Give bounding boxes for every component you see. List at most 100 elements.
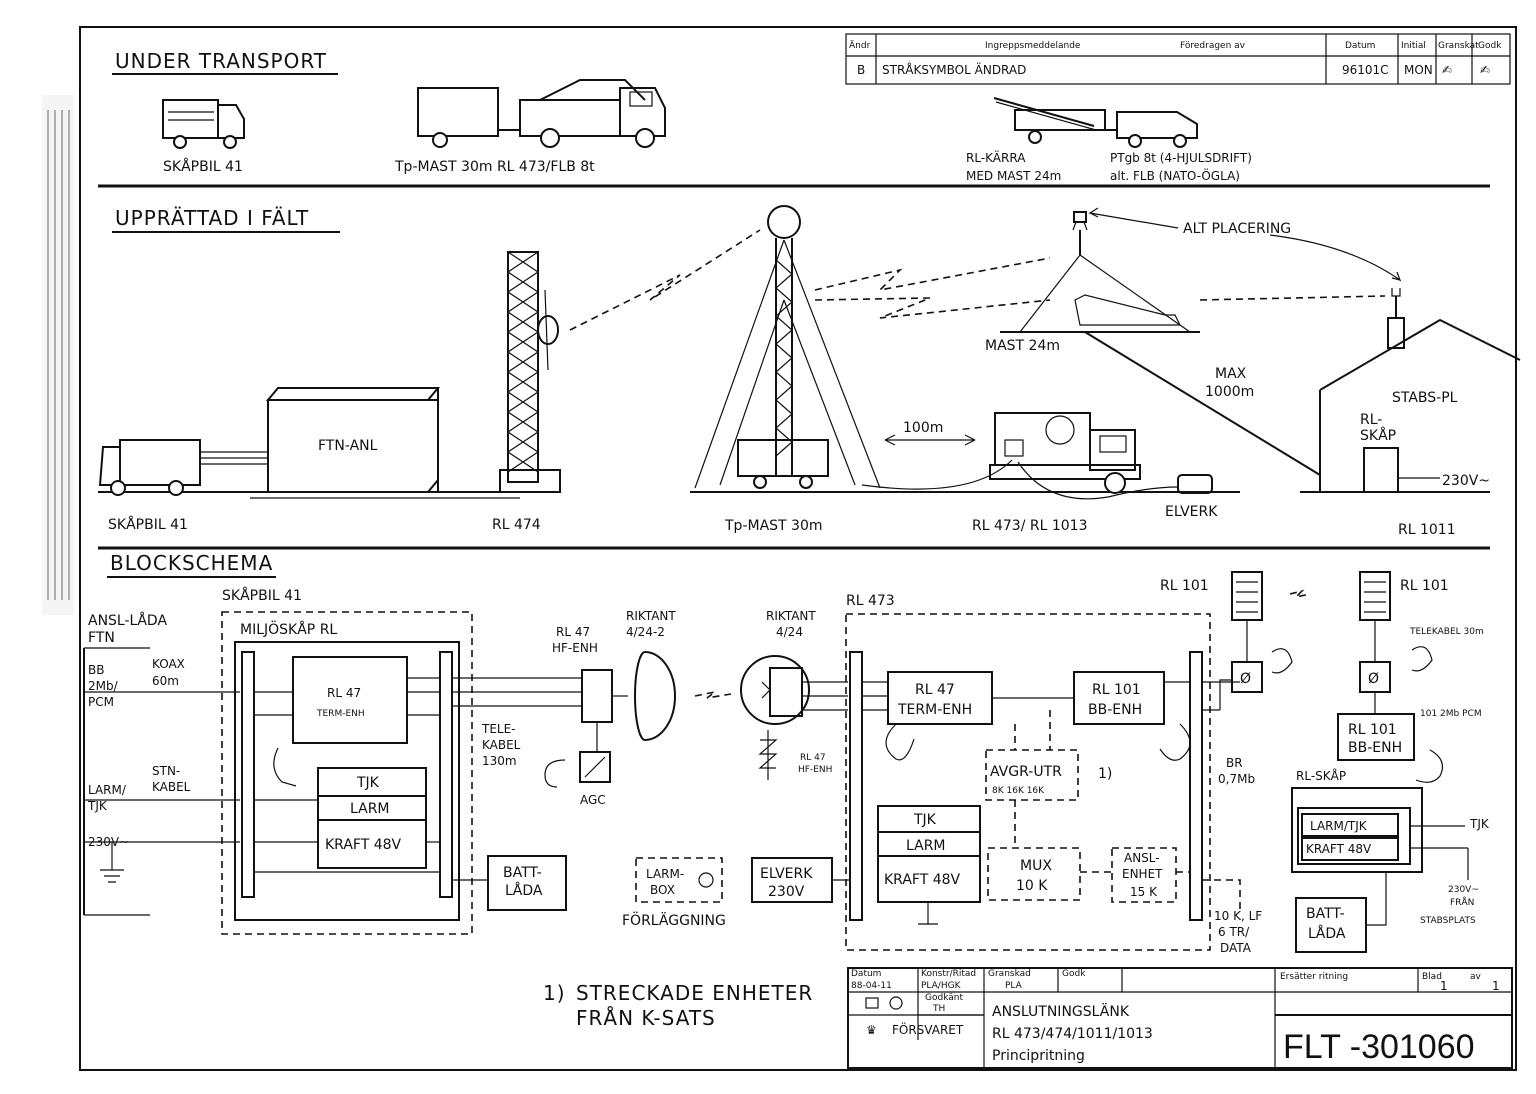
block-larmbox2: BOX: [650, 883, 675, 897]
ground-symbol-1: [100, 842, 124, 883]
block-mux2: 10 K: [1016, 878, 1048, 894]
rl47-term-box: [292, 656, 408, 744]
rev-header-1: Ingreppsmeddelande: [985, 41, 1081, 51]
block-larm2: TJK: [87, 799, 108, 813]
field-rl1011: RL 1011: [1398, 522, 1456, 538]
field-elverk: ELVERK: [1165, 504, 1218, 520]
block-mux1: MUX: [1020, 858, 1052, 874]
agc-box: [579, 751, 611, 783]
section-field: UPPRÄTTAD I FÄLT: [115, 206, 309, 230]
block-ansl2: FTN: [88, 630, 115, 646]
transport-truck1: PTgb 8t (4-HJULSDRIFT): [1110, 151, 1252, 165]
skapbil-box: [221, 611, 473, 935]
tb-sheet-label: Blad: [1422, 972, 1442, 982]
block-kraftr: KRAFT 48V: [1306, 842, 1372, 856]
rev-header-0: Ändr: [849, 40, 871, 51]
section-block: BLOCKSCHEMA: [110, 551, 273, 575]
field-max2: 1000m: [1205, 384, 1254, 400]
rl473-box: [845, 613, 1211, 951]
title-block: [847, 967, 1513, 1069]
transport-vehicle1: SKÅPBIL 41: [163, 158, 243, 175]
tb-granskad-label: Granskad: [988, 969, 1031, 979]
note-line1: STRECKADE ENHETER: [576, 981, 813, 1005]
rev-row-text: STRÅKSYMBOL ÄNDRAD: [882, 62, 1026, 77]
block-riktant1a: RIKTANT: [626, 609, 676, 623]
block-anslen3: 15 K: [1130, 885, 1158, 899]
field-rl474: RL 474: [492, 517, 541, 533]
radio-link-4: [1199, 295, 1386, 301]
field-dist100: 100m: [903, 420, 943, 436]
field-rlskap2: SKÅP: [1360, 427, 1396, 444]
sheet-border: [79, 26, 1517, 1071]
revision-table: Ändr Ingreppsmeddelande Föredragen av Da…: [845, 33, 1511, 85]
block-tele3: 130m: [482, 754, 517, 768]
rev-header-5: Granskat: [1438, 41, 1479, 51]
block-rlskap: RL-SKÅP: [1296, 768, 1346, 783]
radio-link-2: [814, 257, 1051, 292]
filter-box-left: [1231, 661, 1263, 693]
block-larmtjk: LARM/TJK: [1310, 819, 1368, 833]
block-koax2: 60m: [152, 674, 179, 688]
block-termenh2: TERM-ENH: [897, 702, 972, 718]
tb-crown-icon: ♛: [866, 1023, 877, 1037]
block-tjkr: TJK: [1469, 817, 1490, 831]
block-avgrsub: 8K 16K 16K: [992, 786, 1045, 796]
note-mark-2: 1): [543, 981, 566, 1005]
block-rl101b: RL 101: [1400, 578, 1449, 594]
field-van-drawing: [98, 439, 268, 496]
rev-header-6: Godk: [1478, 41, 1502, 51]
rev-row-sign-1: ✍: [1442, 63, 1452, 77]
field-skapbil: SKÅPBIL 41: [108, 516, 188, 533]
rev-row-date: 96101C: [1342, 63, 1389, 77]
link-zigzag: [694, 691, 732, 699]
note-mark-1: 1): [1098, 766, 1112, 782]
block-bbenhr2: BB-ENH: [1348, 740, 1402, 756]
van-drawing: [162, 99, 245, 149]
antenna-dish-1: [634, 651, 676, 742]
block-anslen2: ENHET: [1122, 867, 1163, 881]
block-avgr: AVGR-UTR: [990, 764, 1062, 780]
dist-arrow: [884, 434, 976, 446]
block-bb3: PCM: [88, 695, 114, 709]
block-rl101a: RL 101: [1160, 578, 1209, 594]
block-forl: FÖRLÄGGNING: [622, 911, 726, 929]
block-d10k1: 10 K, LF: [1214, 909, 1262, 923]
note-line2: FRÅN K-SATS: [576, 1006, 716, 1030]
block-bb1: BB: [88, 663, 104, 677]
rl474-mast-drawing: [499, 251, 561, 493]
tb-of: 1: [1492, 979, 1500, 993]
block-d10k2: 6 TR/: [1218, 925, 1250, 939]
rev-row-sign-2: ✍: [1480, 63, 1490, 77]
rl101-unit-left: [1231, 571, 1263, 621]
block-batt2: LÅDA: [505, 882, 543, 899]
block-kraft2: KRAFT 48V: [884, 872, 961, 888]
house-drawing: [1319, 288, 1521, 493]
block-rl47t2: TERM-ENH: [316, 709, 365, 719]
handset-icon-1: [273, 747, 297, 787]
antenna-dish-2: [740, 655, 810, 725]
tb-ritad: PLA/HGK: [921, 981, 962, 991]
bb-enh-box-right: [1337, 713, 1415, 761]
rl101-unit-right: [1359, 571, 1391, 621]
batt-box-left: [487, 855, 567, 911]
rev-header-3: Datum: [1345, 41, 1375, 51]
transport-cart1: RL-KÄRRA: [966, 150, 1026, 165]
block-stn2: KABEL: [152, 780, 191, 794]
block-tjk2: TJK: [913, 812, 937, 828]
field-ftn: FTN-ANL: [318, 438, 378, 454]
radio-link-3: [814, 297, 1051, 319]
mast-truck-drawing: [417, 79, 666, 148]
tb-godk-label: Godk: [1062, 969, 1086, 979]
block-pcm: 101 2Mb PCM: [1420, 709, 1482, 719]
block-riktant2b: 4/24: [776, 625, 803, 639]
block-koax1: KOAX: [152, 657, 185, 671]
tb-granskad: PLA: [1005, 981, 1023, 991]
tb-of-label: av: [1470, 972, 1482, 982]
block-stn1: STN-: [152, 764, 180, 778]
tb-sheet: 1: [1440, 979, 1448, 993]
field-v230: 230V~: [1442, 473, 1490, 489]
block-tele2: KABEL: [482, 738, 521, 752]
kraft-box-2: [877, 855, 981, 903]
tb-godkand: TH: [932, 1004, 945, 1014]
tb-number: FLT -301060: [1283, 1028, 1475, 1066]
